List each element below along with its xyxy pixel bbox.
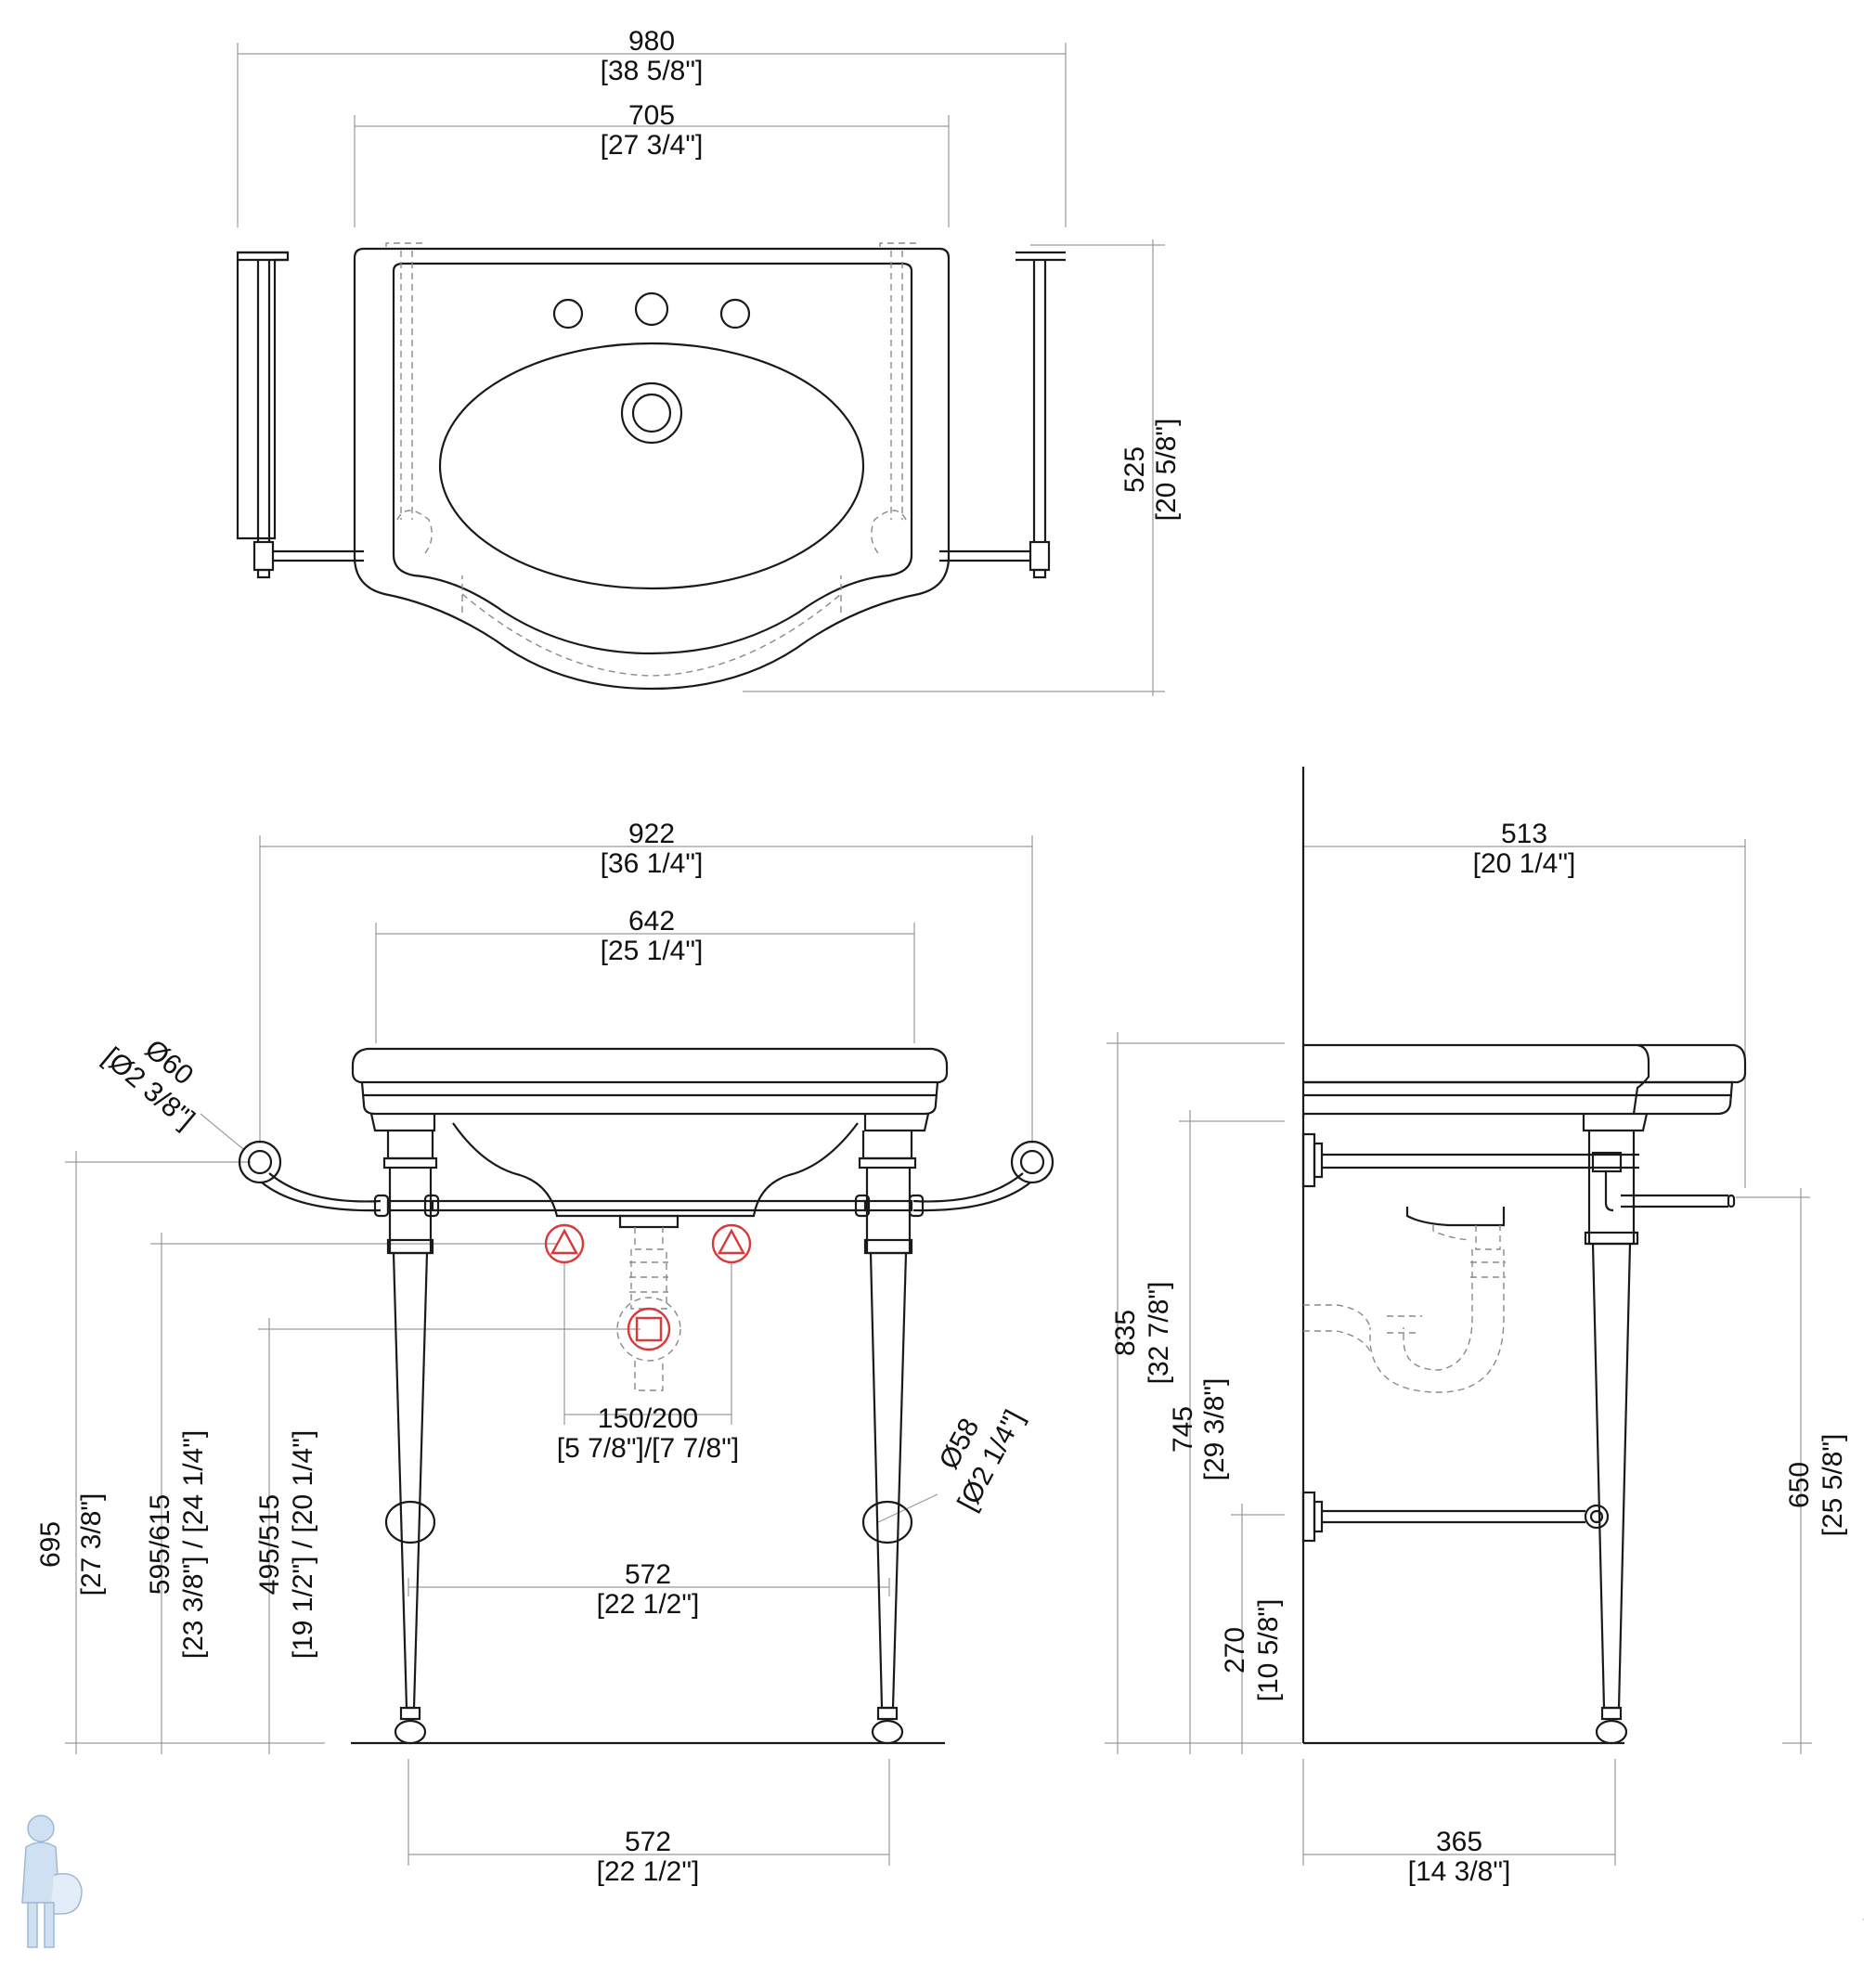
side-basin	[1301, 1043, 1747, 1132]
side-dimension-lines	[1105, 839, 1812, 1866]
front-view	[65, 835, 1054, 1866]
height-rail-mm: 695	[35, 1521, 66, 1568]
front-towel-rail	[238, 1140, 1054, 1218]
front-basin-width-inch: [25 1/4"]	[601, 936, 704, 966]
front-left-leg	[382, 1131, 438, 1745]
top-towel-rails	[236, 251, 1066, 579]
leg-spacing-lower-inch: [22 1/2"]	[597, 1856, 700, 1887]
side-height-top-inch: [32 7/8"]	[1144, 1282, 1174, 1385]
side-leg-depth-inch: [14 3/8"]	[1408, 1856, 1511, 1887]
top-hidden-frame	[385, 242, 918, 677]
dimension-labels: 980 [38 5/8"] 705 [27 3/4"] 525 [20 5/8"…	[35, 26, 1848, 1887]
plumber-mascot-icon	[21, 1815, 83, 1948]
supply-spacing-inch: [5 7/8"]/[7 7/8"]	[557, 1433, 739, 1464]
side-view	[1105, 767, 1812, 1866]
side-depth-inch: [20 1/4"]	[1473, 848, 1576, 879]
top-basin	[353, 247, 951, 691]
side-lower-shelf	[1301, 1491, 1610, 1543]
top-dimension-lines	[237, 43, 1165, 696]
side-height-bowl-inch: [29 3/8"]	[1199, 1378, 1230, 1481]
side-height-shelf-inch: [10 5/8"]	[1253, 1599, 1284, 1702]
watermark: ·	[1857, 1918, 1871, 1921]
top-overall-width-mm: 980	[628, 26, 675, 57]
front-overall-width-inch: [36 1/4"]	[601, 848, 704, 879]
side-height-rail-mm: 650	[1784, 1462, 1815, 1508]
side-height-top-mm: 835	[1110, 1310, 1141, 1356]
height-trap-inch: [19 1/2"] / [20 1/4"]	[288, 1430, 318, 1659]
side-height-bowl-mm: 745	[1168, 1406, 1198, 1453]
top-depth-inch: [20 5/8"]	[1151, 419, 1182, 522]
height-rail-inch: [27 3/8"]	[76, 1493, 107, 1596]
top-overall-width-inch: [38 5/8"]	[601, 56, 704, 86]
height-trap-mm: 495/515	[254, 1494, 285, 1595]
front-basin-width-mm: 642	[628, 906, 675, 937]
front-dimension-lines	[65, 835, 1033, 1866]
supply-spacing-mm: 150/200	[598, 1403, 698, 1434]
waste-marker	[627, 1307, 671, 1351]
right-supply-marker	[711, 1223, 752, 1264]
front-right-leg	[858, 1131, 917, 1745]
height-supply-inch: [23 3/8"] / [24 1/4"]	[178, 1430, 209, 1659]
side-trap	[1303, 1207, 1506, 1393]
connection-markers	[544, 1223, 752, 1351]
front-overall-width-mm: 922	[628, 819, 675, 849]
side-upper-rail	[1301, 1132, 1736, 1212]
top-basin-width-inch: [27 3/4"]	[601, 130, 704, 161]
front-hidden-trap	[616, 1227, 681, 1391]
leg-spacing-upper-mm: 572	[625, 1559, 671, 1590]
height-supply-mm: 595/615	[145, 1494, 175, 1595]
side-height-rail-inch: [25 5/8"]	[1818, 1434, 1848, 1537]
top-view	[236, 43, 1165, 696]
side-depth-mm: 513	[1501, 819, 1547, 849]
side-leg	[1584, 1131, 1639, 1745]
front-basin	[351, 1047, 949, 1229]
side-height-shelf-mm: 270	[1220, 1627, 1250, 1673]
leg-spacing-lower-mm: 572	[625, 1827, 671, 1857]
left-supply-marker	[544, 1223, 585, 1264]
side-leg-depth-mm: 365	[1436, 1827, 1482, 1857]
top-basin-width-mm: 705	[628, 100, 675, 131]
top-depth-mm: 525	[1119, 446, 1150, 493]
leg-spacing-upper-inch: [22 1/2"]	[597, 1589, 700, 1620]
